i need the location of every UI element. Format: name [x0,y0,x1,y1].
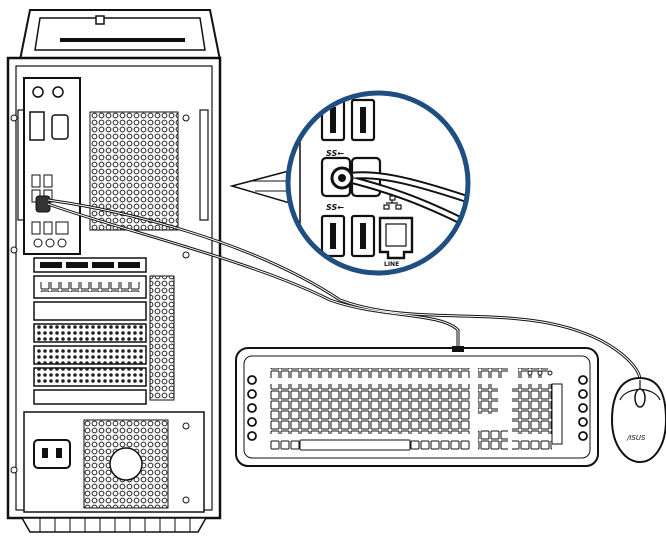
usb-label-top: SS← [326,149,344,158]
power-supply [23,411,205,513]
mouse: /ISUS [610,376,666,464]
usb-port-bottom-row [320,214,376,258]
mouse-brand-logo: /ISUS [626,434,646,442]
desktop-tower [6,9,222,533]
network-icon [383,195,402,210]
io-panel [23,77,81,255]
usb-label-bottom: SS← [326,203,344,212]
ethernet-port [378,216,414,260]
expansion-slots [33,257,175,405]
top-vent [89,111,179,231]
keyboard [235,346,599,467]
zoom-callout: SS← SS← LINE [229,90,471,276]
line-label: LINE [384,261,399,268]
